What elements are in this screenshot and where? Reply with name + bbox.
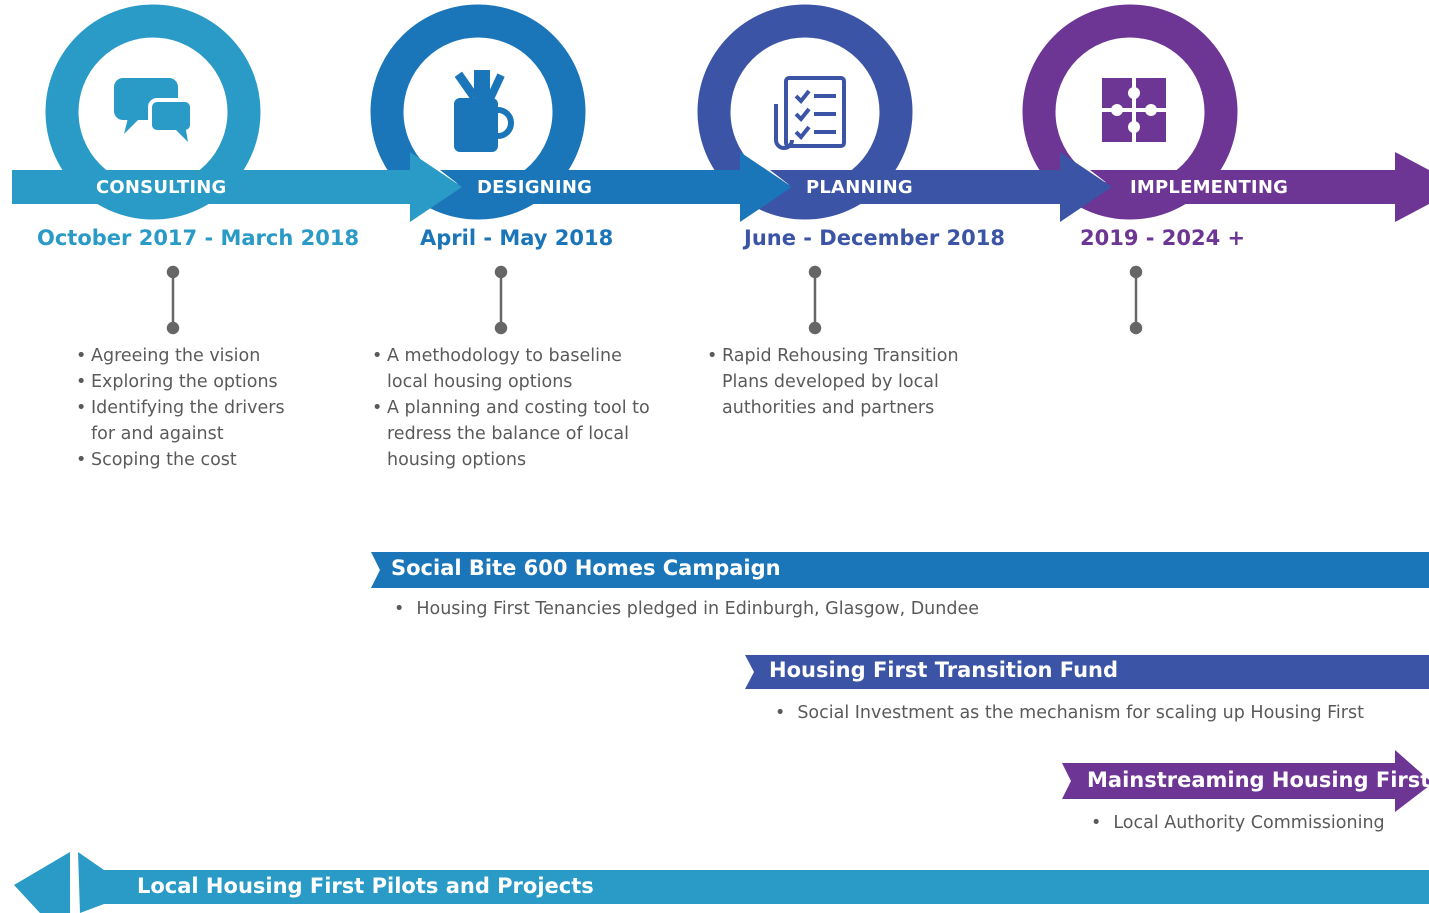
- band-title-social-bite: Social Bite 600 Homes Campaign: [391, 556, 781, 580]
- date-planning: June - December 2018: [744, 226, 1005, 250]
- date-consulting: October 2017 - March 2018: [37, 226, 360, 250]
- stage-label-designing: DESIGNING: [477, 177, 593, 198]
- connectors: [166, 265, 1143, 335]
- planning-bullets: Rapid Rehousing Transition Plans develop…: [707, 343, 982, 421]
- pencil-mug-icon: [454, 70, 514, 152]
- checklist-icon: [774, 76, 846, 150]
- list-item: Identifying the drivers for and against: [76, 395, 306, 447]
- local-pilots-band: [14, 852, 1429, 913]
- stage-label-consulting: CONSULTING: [96, 177, 227, 198]
- list-item: Agreeing the vision: [76, 343, 306, 369]
- designing-bullets: A methodology to baseline local housing …: [372, 343, 667, 473]
- date-implementing: 2019 - 2024 +: [1080, 226, 1246, 250]
- list-item: A planning and costing tool to redress t…: [372, 395, 667, 473]
- band-detail-social-bite: Housing First Tenancies pledged in Edinb…: [394, 599, 979, 619]
- band-detail-transition-fund: Social Investment as the mechanism for s…: [775, 703, 1364, 723]
- designing-segment: [440, 152, 792, 222]
- mainstreaming-band: [1062, 750, 1429, 812]
- transition-fund-band: [745, 655, 1429, 689]
- list-item: Scoping the cost: [76, 447, 306, 473]
- consulting-bullets: Agreeing the vision Exploring the option…: [76, 343, 306, 473]
- band-title-mainstreaming: Mainstreaming Housing First: [1087, 768, 1429, 792]
- main-arrow: [12, 152, 1429, 222]
- date-designing: April - May 2018: [420, 226, 614, 250]
- social-bite-band: [371, 552, 1429, 588]
- consulting-segment: [12, 152, 462, 222]
- planning-segment: [770, 152, 1112, 222]
- stage-label-planning: PLANNING: [806, 177, 913, 198]
- list-item: Exploring the options: [76, 369, 306, 395]
- puzzle-icon: [1102, 78, 1166, 142]
- stage-label-implementing: IMPLEMENTING: [1130, 177, 1289, 198]
- band-title-local-pilots: Local Housing First Pilots and Projects: [137, 874, 594, 898]
- list-item: Rapid Rehousing Transition Plans develop…: [707, 343, 982, 421]
- list-item: A methodology to baseline local housing …: [372, 343, 667, 395]
- chat-bubbles-icon: [114, 78, 194, 142]
- band-detail-mainstreaming: Local Authority Commissioning: [1091, 813, 1384, 833]
- implementing-segment: [1090, 152, 1429, 222]
- band-title-transition-fund: Housing First Transition Fund: [769, 658, 1119, 682]
